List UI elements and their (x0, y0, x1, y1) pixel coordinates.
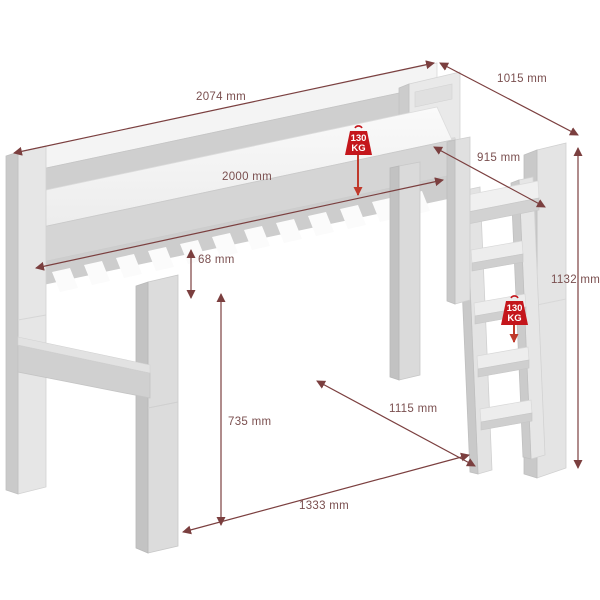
dim-underbed-height-label: 735 mm (228, 416, 271, 428)
dim-mattress-width: 915 mm (433, 146, 546, 208)
dim-slat-height: 68 mm (186, 249, 235, 299)
leg-front-left (135, 274, 179, 554)
load-badge-bed-weight: 130 (351, 133, 367, 144)
dim-slat-height-label: 68 mm (198, 254, 235, 266)
dim-overall-length-label: 2074 mm (196, 91, 246, 103)
dim-overall-height: 1132 mm (551, 147, 600, 469)
dim-footprint-length-label: 1333 mm (299, 500, 349, 512)
load-badge-ladder-weight: 130 (507, 303, 523, 314)
load-badge-bed-unit: KG (351, 143, 365, 154)
dim-footprint-length: 1333 mm (182, 452, 470, 535)
dim-mattress-length-label: 2000 mm (222, 171, 272, 183)
dim-overall-length: 2074 mm (13, 60, 435, 156)
load-badge-bed: 130 KG (345, 125, 372, 196)
load-badge-ladder: 130 KG (501, 295, 528, 343)
dim-overall-height-label: 1132 mm (551, 274, 600, 286)
dim-underbed-height: 735 mm (216, 293, 271, 526)
dim-floor-depth-label: 1115 mm (389, 403, 437, 415)
side-stretcher-left (17, 336, 151, 399)
dim-overall-depth-label: 1015 mm (497, 73, 547, 85)
dim-mattress-length: 2000 mm (35, 171, 444, 271)
load-badge-ladder-unit: KG (507, 313, 521, 324)
dim-mattress-width-label: 915 mm (477, 152, 520, 164)
dim-floor-depth: 1115 mm (316, 380, 476, 467)
dim-overall-depth: 1015 mm (439, 62, 579, 136)
